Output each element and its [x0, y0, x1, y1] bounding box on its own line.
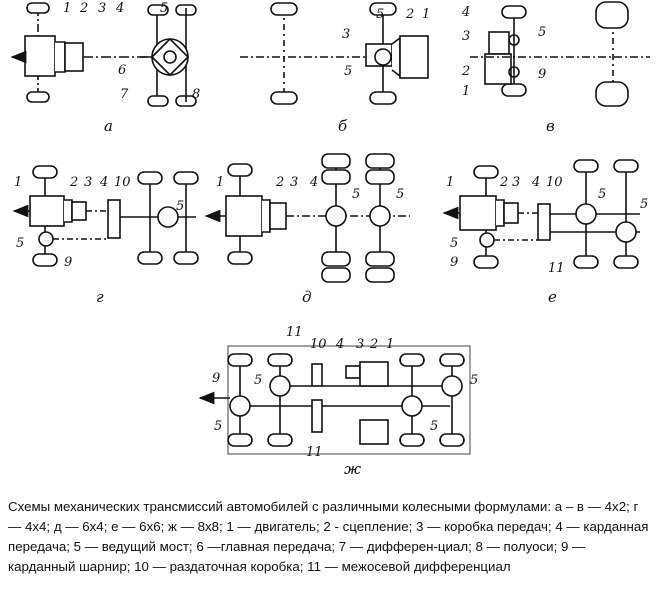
- panel-e-label: е: [548, 288, 557, 306]
- callout-3: 3: [98, 1, 106, 16]
- callout-9: 9: [64, 255, 72, 270]
- callout-8: 8: [192, 87, 200, 102]
- callout-2: 2: [499, 175, 508, 190]
- callout-2: 2: [69, 175, 78, 190]
- callout-1: 1: [14, 175, 22, 190]
- callout-10: 10: [310, 337, 327, 352]
- callout-5: 5: [160, 1, 168, 16]
- callout-3: 3: [512, 175, 520, 190]
- callout-11: 11: [548, 261, 565, 276]
- figure-caption: Схемы механических трансмиссий автомобил…: [8, 499, 649, 574]
- callout-1: 1: [63, 1, 71, 16]
- callout-5: 5: [640, 197, 648, 212]
- callout-4: 4: [461, 5, 470, 20]
- callout-1: 1: [446, 175, 454, 190]
- callout-4: 4: [309, 175, 318, 190]
- callout-1: 1: [462, 84, 470, 99]
- callout-9: 9: [450, 255, 458, 270]
- callout-3: 3: [290, 175, 298, 190]
- callout-5: 5: [344, 64, 352, 79]
- panel-d-scheme: [204, 153, 410, 283]
- callout-3: 3: [84, 175, 92, 190]
- panel-v-label: в: [546, 117, 555, 135]
- panel-b-scheme: [240, 2, 429, 105]
- callout-10: 10: [114, 175, 131, 190]
- callout-5: 5: [470, 373, 478, 388]
- callout-5: 5: [352, 187, 360, 202]
- transmission-schemes-diagram: а 1 2 3 4 5 6 7 8 б 5 2 1 3 5: [10, 1, 650, 478]
- panel-d-label: д: [302, 288, 312, 306]
- callout-5: 5: [598, 187, 606, 202]
- callout-5: 5: [396, 187, 404, 202]
- callout-3: 3: [356, 337, 364, 352]
- panel-a-label: а: [104, 117, 113, 135]
- callout-5: 5: [16, 236, 24, 251]
- callout-7: 7: [120, 87, 129, 102]
- panel-zh-label: ж: [344, 460, 361, 478]
- panel-zh-scheme: [198, 345, 471, 455]
- callout-1: 1: [386, 337, 394, 352]
- callout-1: 1: [422, 7, 430, 22]
- callout-10: 10: [546, 175, 563, 190]
- callout-2: 2: [79, 1, 88, 16]
- callout-3: 3: [342, 27, 350, 42]
- callout-4: 4: [531, 175, 540, 190]
- callout-2: 2: [369, 337, 378, 352]
- panel-a-scheme: [10, 2, 197, 107]
- callout-11: 11: [286, 325, 303, 340]
- callout-4: 4: [335, 337, 344, 352]
- callout-5: 5: [214, 419, 222, 434]
- panel-g-label: г: [96, 288, 104, 306]
- callout-6: 6: [118, 63, 126, 78]
- callout-2: 2: [461, 64, 470, 79]
- callout-2: 2: [275, 175, 284, 190]
- callout-4: 4: [115, 1, 124, 16]
- callout-2: 2: [405, 7, 414, 22]
- callout-5: 5: [254, 373, 262, 388]
- callout-9: 9: [538, 67, 546, 82]
- callout-1: 1: [216, 175, 224, 190]
- panel-g-scheme: [12, 165, 199, 267]
- callout-5: 5: [176, 199, 184, 214]
- callout-4: 5: [376, 7, 384, 22]
- panel-b-label: б: [338, 117, 348, 135]
- callout-5: 5: [450, 236, 458, 251]
- callout-4: 4: [99, 175, 108, 190]
- panel-e-scheme: [442, 159, 640, 269]
- callout-5: 5: [538, 25, 546, 40]
- callout-3: 3: [462, 29, 470, 44]
- callout-11: 11: [306, 445, 323, 460]
- callout-5: 5: [430, 419, 438, 434]
- callout-9: 9: [212, 371, 220, 386]
- panel-v-scheme: [470, 1, 650, 107]
